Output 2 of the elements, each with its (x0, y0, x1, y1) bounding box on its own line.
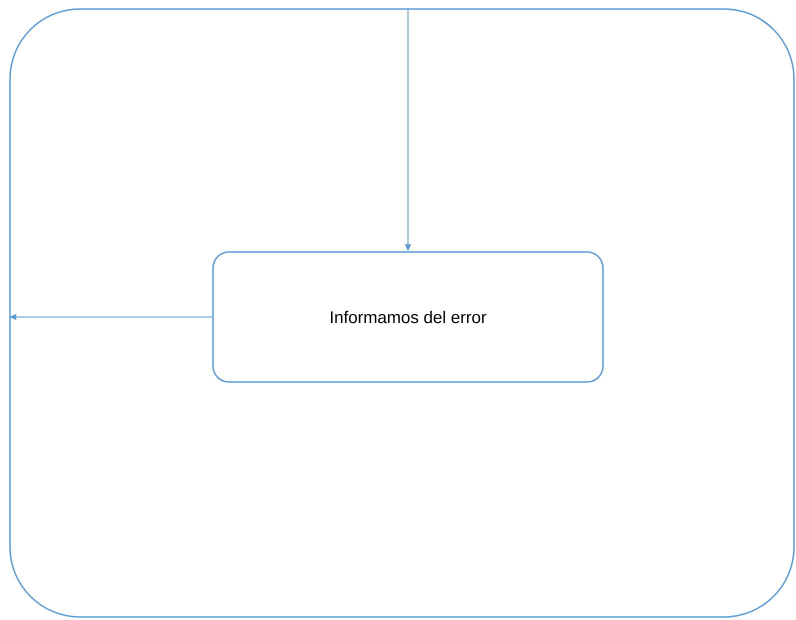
process-box: Informamos del error (212, 251, 604, 383)
frame-box (9, 8, 795, 618)
